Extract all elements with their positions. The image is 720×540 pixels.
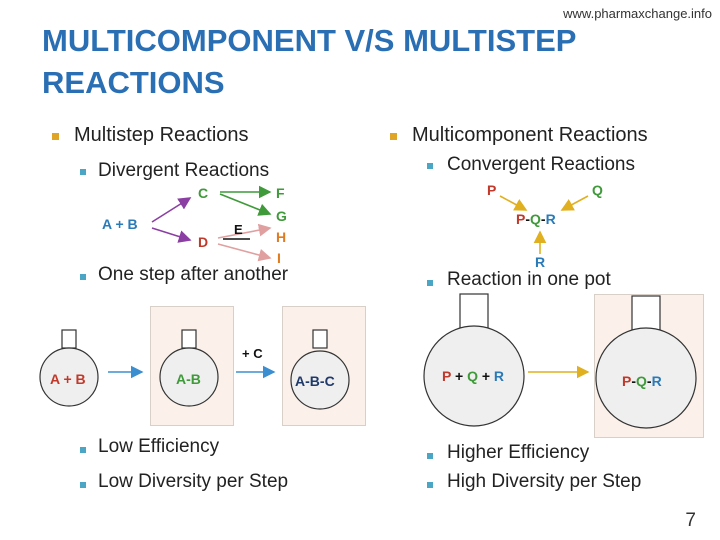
page-number: 7 — [685, 510, 696, 531]
bullet-marker — [80, 169, 86, 175]
bullet-marker — [52, 133, 59, 140]
flask-a: A — [176, 371, 187, 387]
left-sub-efficiency: Low Efficiency — [98, 436, 220, 457]
reactant-r: R — [535, 254, 546, 270]
mix-r: R — [493, 368, 505, 384]
left-sub-diversity: Low Diversity per Step — [98, 471, 289, 492]
pqr-dash: - — [525, 211, 531, 227]
product-d: D — [198, 234, 209, 250]
slide-title: MULTICOMPONENT V/S MULTISTEP REACTIONS — [42, 23, 576, 100]
product-c: C — [198, 185, 209, 201]
flask-pqr-dash: - — [631, 373, 637, 389]
pqr-p: P — [516, 211, 526, 227]
flask-dash: - — [305, 373, 310, 389]
left-sub-divergent: Divergent Reactions — [98, 160, 270, 181]
reactant-q: Q — [592, 182, 603, 198]
flask-dash: - — [319, 373, 325, 389]
mix-plus: + — [454, 368, 464, 384]
bullet-marker — [80, 482, 86, 488]
flask-pqr-r: R — [651, 373, 662, 389]
left-sub-stepwise: One step after another — [98, 264, 289, 285]
reagent-e: E — [234, 222, 243, 237]
reagent-plus-c: + C — [242, 346, 263, 361]
flask-label-ab: A + B — [50, 371, 86, 387]
right-heading: Multicomponent Reactions — [412, 124, 648, 146]
right-sub-diversity: High Diversity per Step — [447, 471, 642, 492]
flask-abc-c: C — [324, 373, 335, 389]
product-i: I — [277, 250, 281, 266]
flask-dash: - — [186, 371, 191, 387]
left-heading: Multistep Reactions — [74, 124, 249, 146]
mix-q: Q — [467, 368, 478, 384]
bullet-marker — [427, 163, 433, 169]
pqr-r: R — [545, 211, 556, 227]
flask-label-abc: A-B-C — [295, 373, 335, 389]
bullet-marker — [427, 453, 433, 459]
bullet-marker — [390, 133, 397, 140]
bullet-marker — [80, 274, 86, 280]
reactant-ab: A + B — [102, 216, 138, 232]
product-pqr: P-Q-R — [516, 211, 556, 227]
product-f: F — [276, 185, 285, 201]
bullet-marker — [427, 482, 433, 488]
flask-b: B — [190, 371, 201, 387]
flask-label-a-b: A-B — [176, 371, 201, 387]
right-sub-efficiency: Higher Efficiency — [447, 442, 590, 463]
mix-plus: + — [481, 368, 491, 384]
flask-abc-b: B — [309, 373, 320, 389]
right-sub-convergent: Convergent Reactions — [447, 154, 635, 175]
flask-pqr-dash: - — [646, 373, 652, 389]
flask-abc-a: A — [295, 373, 306, 389]
flask-pqr-p: P — [622, 373, 632, 389]
mix-p: P — [442, 368, 452, 384]
product-h: H — [276, 229, 287, 245]
bullet-marker — [427, 280, 433, 286]
right-sub-onepot: Reaction in one pot — [447, 269, 611, 290]
flask-pqr-q: Q — [636, 373, 647, 389]
source-url: www.pharmaxchange.info — [563, 6, 712, 21]
pqr-dash: - — [540, 211, 546, 227]
product-g: G — [276, 208, 287, 224]
flask-label-p-q-r: P + Q + R — [442, 368, 504, 384]
reactant-p: P — [487, 182, 497, 198]
bullet-marker — [80, 447, 86, 453]
pqr-q: Q — [530, 211, 541, 227]
flask-label-pqr: P-Q-R — [622, 373, 662, 389]
